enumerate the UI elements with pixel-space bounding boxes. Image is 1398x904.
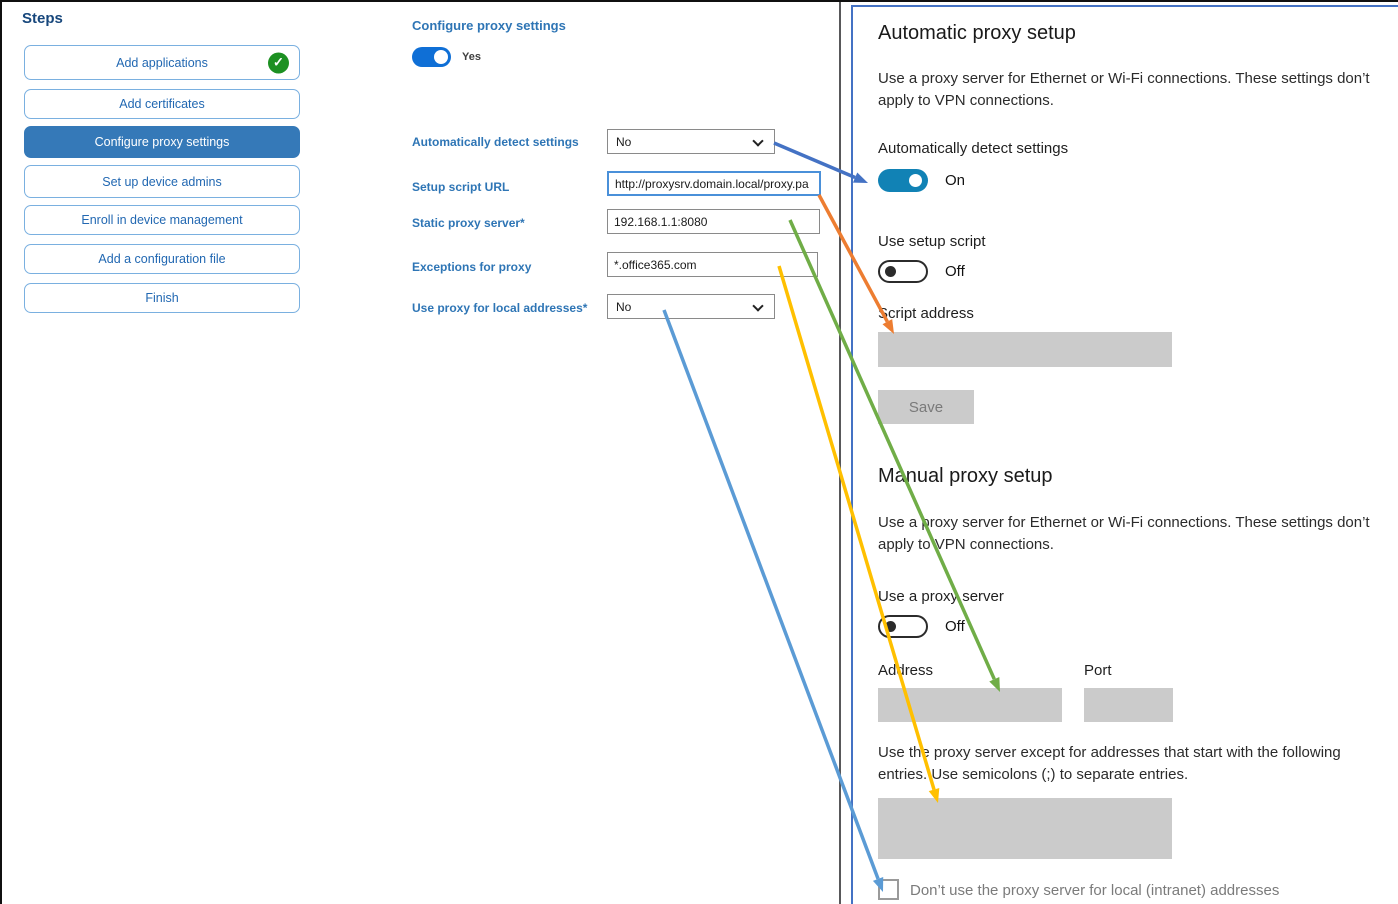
- exceptions-input[interactable]: [607, 252, 818, 277]
- step-label: Configure proxy settings: [94, 135, 230, 149]
- completed-check-icon: ✓: [268, 52, 289, 73]
- port-input[interactable]: [1084, 688, 1173, 722]
- chevron-down-icon: [752, 300, 764, 312]
- step-label: Finish: [145, 291, 179, 305]
- exceptions-label: Exceptions for proxy: [412, 260, 532, 274]
- step-label: Enroll in device management: [81, 213, 243, 227]
- automatic-proxy-description: Use a proxy server for Ethernet or Wi-Fi…: [878, 70, 1370, 109]
- manual-proxy-description: Use a proxy server for Ethernet or Wi-Fi…: [878, 514, 1370, 553]
- auto-detect-label: Automatically detect settings: [412, 135, 579, 149]
- chevron-down-icon: [752, 135, 764, 147]
- page-title: Configure proxy settings: [412, 18, 566, 33]
- sidebar-item-configure-proxy-settings[interactable]: Configure proxy settings: [24, 126, 300, 158]
- use-proxy-server-label: Use a proxy server: [878, 588, 1004, 605]
- port-label: Port: [1084, 662, 1112, 679]
- detect-settings-toggle[interactable]: [878, 169, 928, 192]
- manual-proxy-heading: Manual proxy setup: [878, 465, 1053, 487]
- detect-settings-state: On: [945, 172, 966, 189]
- address-input[interactable]: [878, 688, 1062, 722]
- script-address-input[interactable]: [878, 332, 1172, 367]
- detect-settings-label: Automatically detect settings: [878, 140, 1069, 157]
- automatic-proxy-heading: Automatic proxy setup: [878, 22, 1076, 44]
- exceptions-help-text: Use the proxy server except for addresse…: [878, 744, 1341, 783]
- vertical-divider: [839, 2, 841, 904]
- sidebar-item-add-certificates[interactable]: Add certificates: [24, 89, 300, 119]
- use-proxy-server-toggle[interactable]: [878, 615, 928, 638]
- step-label: Add certificates: [119, 97, 205, 111]
- configure-proxy-toggle-label: Yes: [462, 51, 481, 63]
- auto-detect-value: No: [616, 134, 632, 149]
- save-button[interactable]: Save: [878, 390, 974, 424]
- auto-detect-select[interactable]: No: [607, 129, 775, 154]
- static-proxy-label: Static proxy server*: [412, 216, 525, 230]
- local-intranet-checkbox[interactable]: [878, 879, 899, 900]
- sidebar-item-add-a-configuration-file[interactable]: Add a configuration file: [24, 244, 300, 274]
- local-intranet-checkbox-label: Don’t use the proxy server for local (in…: [910, 882, 1280, 899]
- step-label: Add a configuration file: [98, 252, 226, 266]
- step-label: Add applications: [116, 55, 208, 70]
- configure-proxy-toggle[interactable]: [412, 47, 451, 67]
- local-addresses-value: No: [616, 299, 632, 314]
- setup-script-url-input[interactable]: [607, 171, 821, 196]
- local-addresses-label: Use proxy for local addresses*: [412, 301, 588, 315]
- script-address-label: Script address: [878, 305, 974, 322]
- use-proxy-server-state: Off: [945, 618, 965, 635]
- static-proxy-input[interactable]: [607, 209, 820, 234]
- address-label: Address: [878, 662, 934, 679]
- setup-script-url-label: Setup script URL: [412, 180, 510, 194]
- sidebar-item-enroll-in-device-management[interactable]: Enroll in device management: [24, 205, 300, 235]
- step-label: Set up device admins: [102, 174, 222, 189]
- sidebar-item-add-applications[interactable]: Add applications ✓: [24, 45, 300, 80]
- steps-title: Steps: [22, 10, 63, 27]
- exceptions-textarea[interactable]: [878, 798, 1172, 859]
- local-addresses-select[interactable]: No: [607, 294, 775, 319]
- sidebar-item-set-up-device-admins[interactable]: Set up device admins: [24, 165, 300, 198]
- use-setup-script-label: Use setup script: [878, 233, 986, 250]
- sidebar-item-finish[interactable]: Finish: [24, 283, 300, 313]
- use-setup-script-toggle[interactable]: [878, 260, 928, 283]
- use-setup-script-state: Off: [945, 263, 965, 280]
